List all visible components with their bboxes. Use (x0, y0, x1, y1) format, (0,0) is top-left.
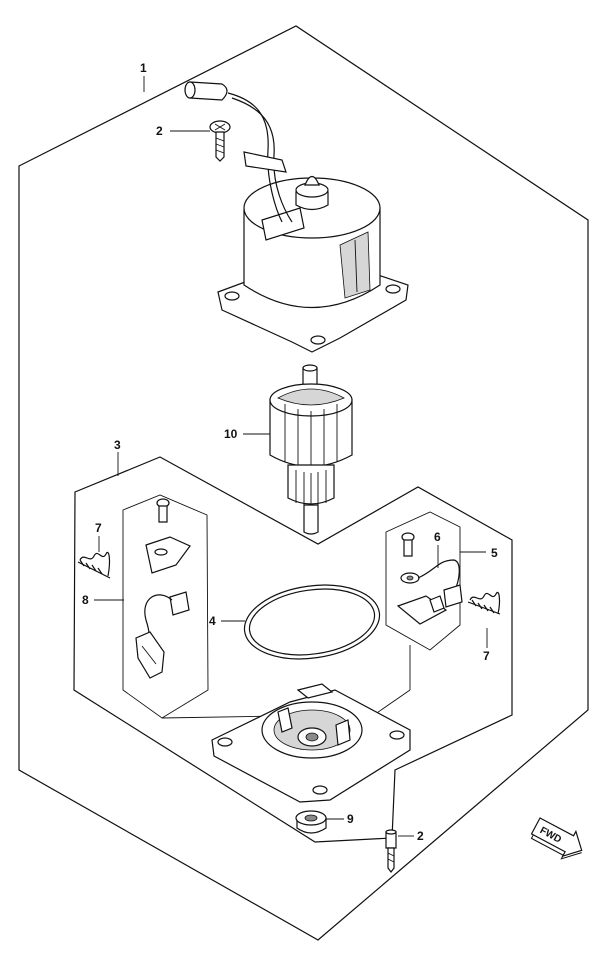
screw-top (209, 120, 231, 162)
motor-housing (217, 175, 409, 353)
o-ring (243, 584, 381, 660)
spring-left (77, 551, 111, 579)
fwd-arrow-icon: FWD (530, 817, 583, 860)
bushing (295, 810, 327, 834)
callout-7-right: 7 (483, 649, 490, 663)
spring-right (467, 591, 501, 615)
callout-4: 4 (209, 614, 216, 628)
callout-2-top: 2 (156, 124, 163, 138)
brush-right (396, 532, 463, 625)
callout-5: 5 (491, 546, 498, 560)
brush-panel-left (122, 494, 209, 719)
callout-7-left: 7 (95, 521, 102, 535)
assembly-outline (18, 25, 589, 941)
callout-9: 9 (347, 812, 354, 826)
callout-8: 8 (82, 593, 89, 607)
brush-left (135, 498, 191, 679)
callout-6: 6 (434, 530, 441, 544)
screw-bottom (385, 829, 397, 873)
end-cap (211, 683, 411, 803)
subassembly-outline (73, 456, 513, 843)
lead-wires (184, 81, 293, 223)
brush-panel-right (385, 511, 461, 651)
callout-1: 1 (140, 61, 147, 75)
callout-3: 3 (114, 438, 121, 452)
callout-2-bottom: 2 (417, 829, 424, 843)
armature (269, 364, 353, 535)
callout-10: 10 (224, 427, 238, 441)
